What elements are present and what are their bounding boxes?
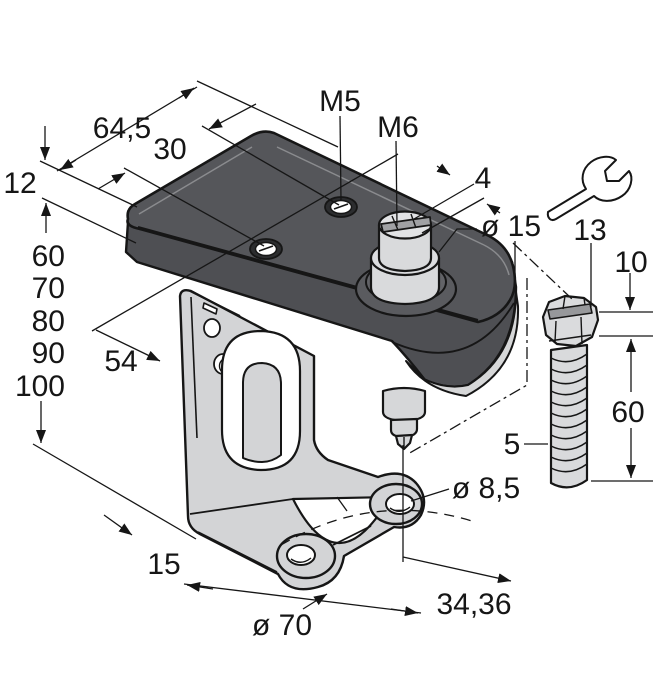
fixing-bolt — [541, 294, 600, 489]
face-notch — [202, 302, 218, 315]
mounting-bracket — [178, 288, 426, 591]
bolt-head-slot — [547, 303, 593, 320]
label-plate-thickness: 12 — [3, 167, 36, 200]
label-bolt-callout: 5 — [504, 428, 521, 461]
label-plate-length: 64,5 — [93, 112, 151, 145]
label-bolt-thread-length: 60 — [611, 396, 644, 429]
sensor-body — [124, 130, 520, 397]
height-option-70: 70 — [32, 272, 65, 305]
face-hole-upper — [203, 318, 221, 338]
label-boss-diameter: ø 15 — [481, 210, 541, 243]
stud-slot — [380, 216, 432, 233]
dimension-lines — [32, 80, 653, 617]
label-bracket-hole-diameter: ø 8,5 — [452, 472, 520, 505]
bolt-threads — [550, 353, 588, 473]
label-mounting-offset: 54 — [104, 345, 137, 378]
height-option-100: 100 — [15, 370, 65, 403]
m5-hole-left — [249, 238, 283, 260]
label-thread-m6: M6 — [377, 111, 419, 144]
wrench-icon — [546, 155, 633, 222]
label-bolt-circle: ø 70 — [252, 609, 312, 642]
label-wrench-size: 13 — [573, 214, 606, 247]
label-hole-distance: 34,36 — [436, 588, 511, 621]
height-option-80: 80 — [32, 305, 65, 338]
clamp-shaft — [381, 386, 427, 451]
label-hole-spacing: 30 — [153, 133, 186, 166]
bracket-height-options: 60 70 80 90 100 — [15, 240, 65, 403]
height-option-90: 90 — [32, 337, 65, 370]
label-thread-m5: M5 — [319, 85, 361, 118]
label-slot-width: 4 — [475, 162, 492, 195]
slot-tongue — [242, 362, 282, 463]
dimension-labels: 64,5 30 12 M5 M6 4 ø 15 13 10 54 60 5 ø … — [3, 85, 647, 642]
height-option-60: 60 — [32, 240, 65, 273]
sensing-face-band — [405, 291, 520, 397]
label-bolt-head-height: 10 — [614, 246, 647, 279]
label-foot-width: 15 — [147, 548, 180, 581]
